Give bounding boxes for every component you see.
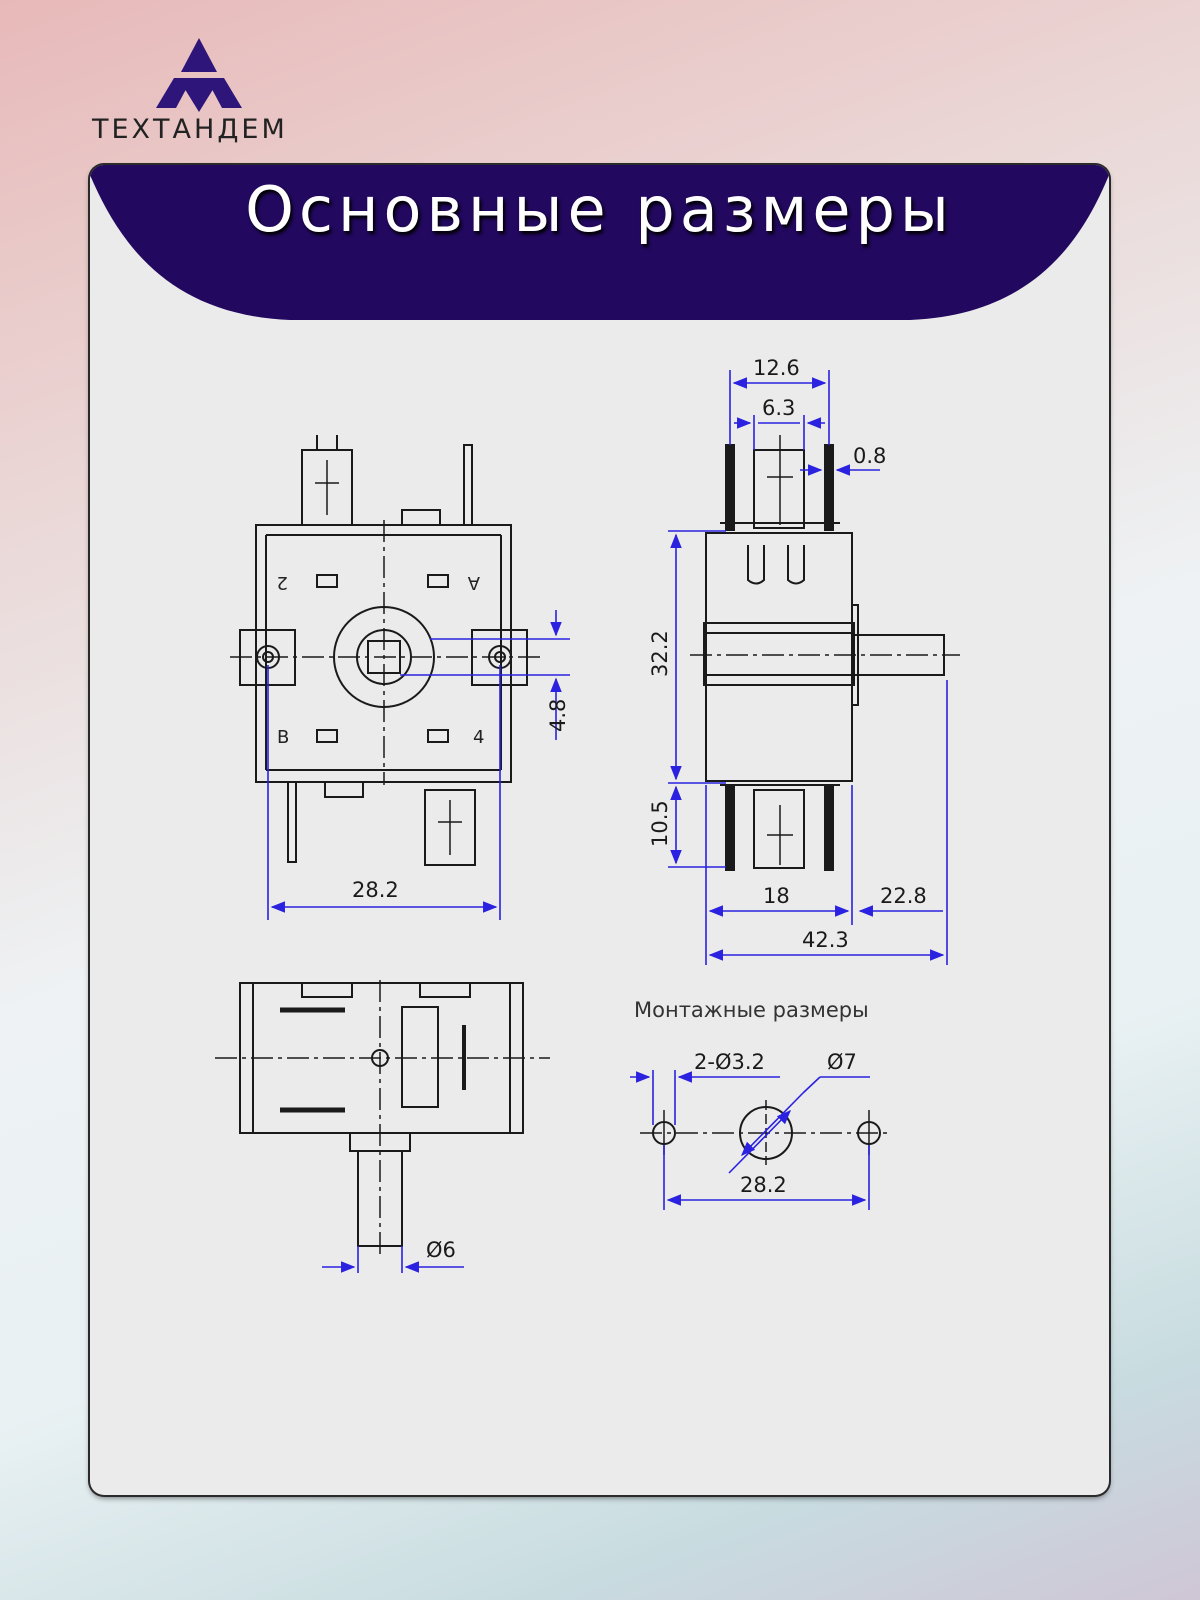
page-title: Основные размеры xyxy=(245,173,954,246)
terminal-label-a: A xyxy=(467,572,480,593)
technical-drawing: 2 A B 4 28.2 4.8 xyxy=(215,356,960,1273)
dim-blade: 0.8 xyxy=(853,444,886,468)
terminal-label-b: B xyxy=(277,727,289,748)
dim-shaft-dia: Ø6 xyxy=(426,1238,456,1262)
brand-name: ТЕХТАНДЕМ xyxy=(92,114,288,145)
dim-total-len: 42.3 xyxy=(802,928,849,952)
dim-mount-holes: 2-Ø3.2 xyxy=(694,1050,765,1074)
front-view xyxy=(230,435,540,866)
bottom-view-dimensions xyxy=(322,1246,464,1273)
dim-terminal-len: 10.5 xyxy=(648,800,672,847)
dim-front-width: 28.2 xyxy=(352,878,399,902)
title-banner xyxy=(90,165,1109,320)
dim-mount-center: Ø7 xyxy=(827,1050,857,1074)
dim-height: 32.2 xyxy=(648,630,672,677)
mounting-dimensions xyxy=(630,1070,870,1210)
side-view-dimensions xyxy=(668,370,948,965)
mounting-layout xyxy=(640,1100,890,1165)
dim-body-depth: 18 xyxy=(763,884,790,908)
dim-mount-spacing: 28.2 xyxy=(740,1173,787,1197)
triangle-logo-icon xyxy=(156,38,242,112)
front-view-labels: 2 A B 4 xyxy=(277,572,485,748)
front-view-dimensions xyxy=(267,610,570,920)
side-view xyxy=(690,435,960,871)
terminal-label-4: 4 xyxy=(473,727,484,748)
brand-logo: ТЕХТАНДЕМ xyxy=(92,34,322,154)
dim-top-width: 12.6 xyxy=(753,356,800,380)
dim-front-offset: 4.8 xyxy=(546,699,570,732)
dimensions-card: Основные размеры xyxy=(90,165,1109,1495)
bottom-view xyxy=(215,980,550,1255)
terminal-label-2: 2 xyxy=(277,572,288,593)
dim-shaft-len: 22.8 xyxy=(880,884,927,908)
dim-inner-width: 6.3 xyxy=(762,396,795,420)
mounting-caption: Монтажные размеры xyxy=(634,998,869,1022)
